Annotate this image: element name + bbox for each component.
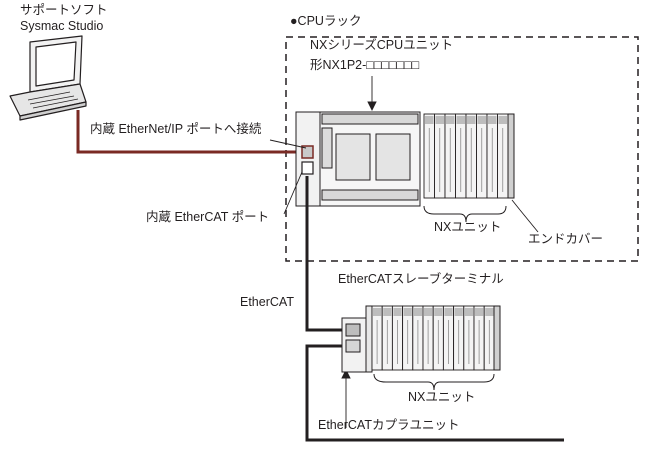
support-soft-label: サポートソフト xyxy=(20,3,108,17)
ethercat-label: EtherCAT xyxy=(240,295,294,309)
slave-nx-unit-slice-led xyxy=(383,308,392,316)
nx-unit-brace-top xyxy=(423,205,507,223)
ethercat-coupler xyxy=(341,305,373,373)
cpu-nx-unit-slice-led xyxy=(467,116,476,124)
ethernet-port xyxy=(301,145,314,159)
slave-nx-unit-slice-led xyxy=(464,308,473,316)
slave-nx-unit-slice-led xyxy=(434,308,443,316)
ethernet-ip-port-label: 内蔵 EtherNet/IP ポートへ接続 xyxy=(90,122,262,136)
model-number-label: 形NX1P2-□□□□□□□ xyxy=(310,58,420,72)
cpu-nx-unit-slice-led xyxy=(488,116,497,124)
slave-nx-unit-slice-led xyxy=(454,308,463,316)
ethercat-port-label: 内蔵 EtherCAT ポート xyxy=(146,210,270,224)
slave-nx-unit-slice-led xyxy=(424,308,433,316)
slave-end-cover xyxy=(493,305,501,371)
end-cover xyxy=(507,113,515,199)
cpu-nx-unit-slice-led xyxy=(425,116,434,124)
slave-nx-unit-slice-led xyxy=(373,308,382,316)
slave-nx-unit-slice-led xyxy=(393,308,402,316)
slave-nx-unit-slice-led xyxy=(444,308,453,316)
end-cover-label: エンドカバー xyxy=(528,232,604,246)
ethercat-cable xyxy=(305,176,342,332)
ethercat-slave-terminal-label: EtherCATスレーブターミナル xyxy=(338,272,504,286)
slave-nx-unit-slice-led xyxy=(413,308,422,316)
nx-cpu-unit-label: NXシリーズCPUユニット xyxy=(310,38,454,52)
sysmac-studio-label: Sysmac Studio xyxy=(20,19,104,33)
cpu-rack-label: ●CPUラック xyxy=(290,14,362,28)
ethernet-cable xyxy=(76,110,306,154)
cpu-nx-unit-slice-led xyxy=(435,116,444,124)
nx-unit-brace-bottom xyxy=(373,373,495,391)
slave-nx-unit-slice-led xyxy=(403,308,412,316)
laptop-icon xyxy=(9,35,87,121)
ethercat-cable-out xyxy=(305,344,564,442)
cpu-nx-unit-slice-led xyxy=(477,116,486,124)
nx-unit-bottom-label: NXユニット xyxy=(408,390,476,404)
cpu-nx-unit-slice-led xyxy=(456,116,465,124)
slave-terminal-nx-units xyxy=(371,305,495,371)
cpu-nx-unit-slice-led xyxy=(446,116,455,124)
cpu-rack-nx-units xyxy=(423,113,509,199)
slave-nx-unit-slice-led xyxy=(485,308,494,316)
ethercat-coupler-label: EtherCATカプラユニット xyxy=(318,418,460,432)
ethercat-port xyxy=(301,161,314,175)
slave-nx-unit-slice-led xyxy=(475,308,484,316)
leader-lines xyxy=(269,76,539,428)
cpu-nx-unit-slice-led xyxy=(498,116,507,124)
cpu-unit xyxy=(295,111,421,207)
nx-unit-top-label: NXユニット xyxy=(434,220,502,234)
